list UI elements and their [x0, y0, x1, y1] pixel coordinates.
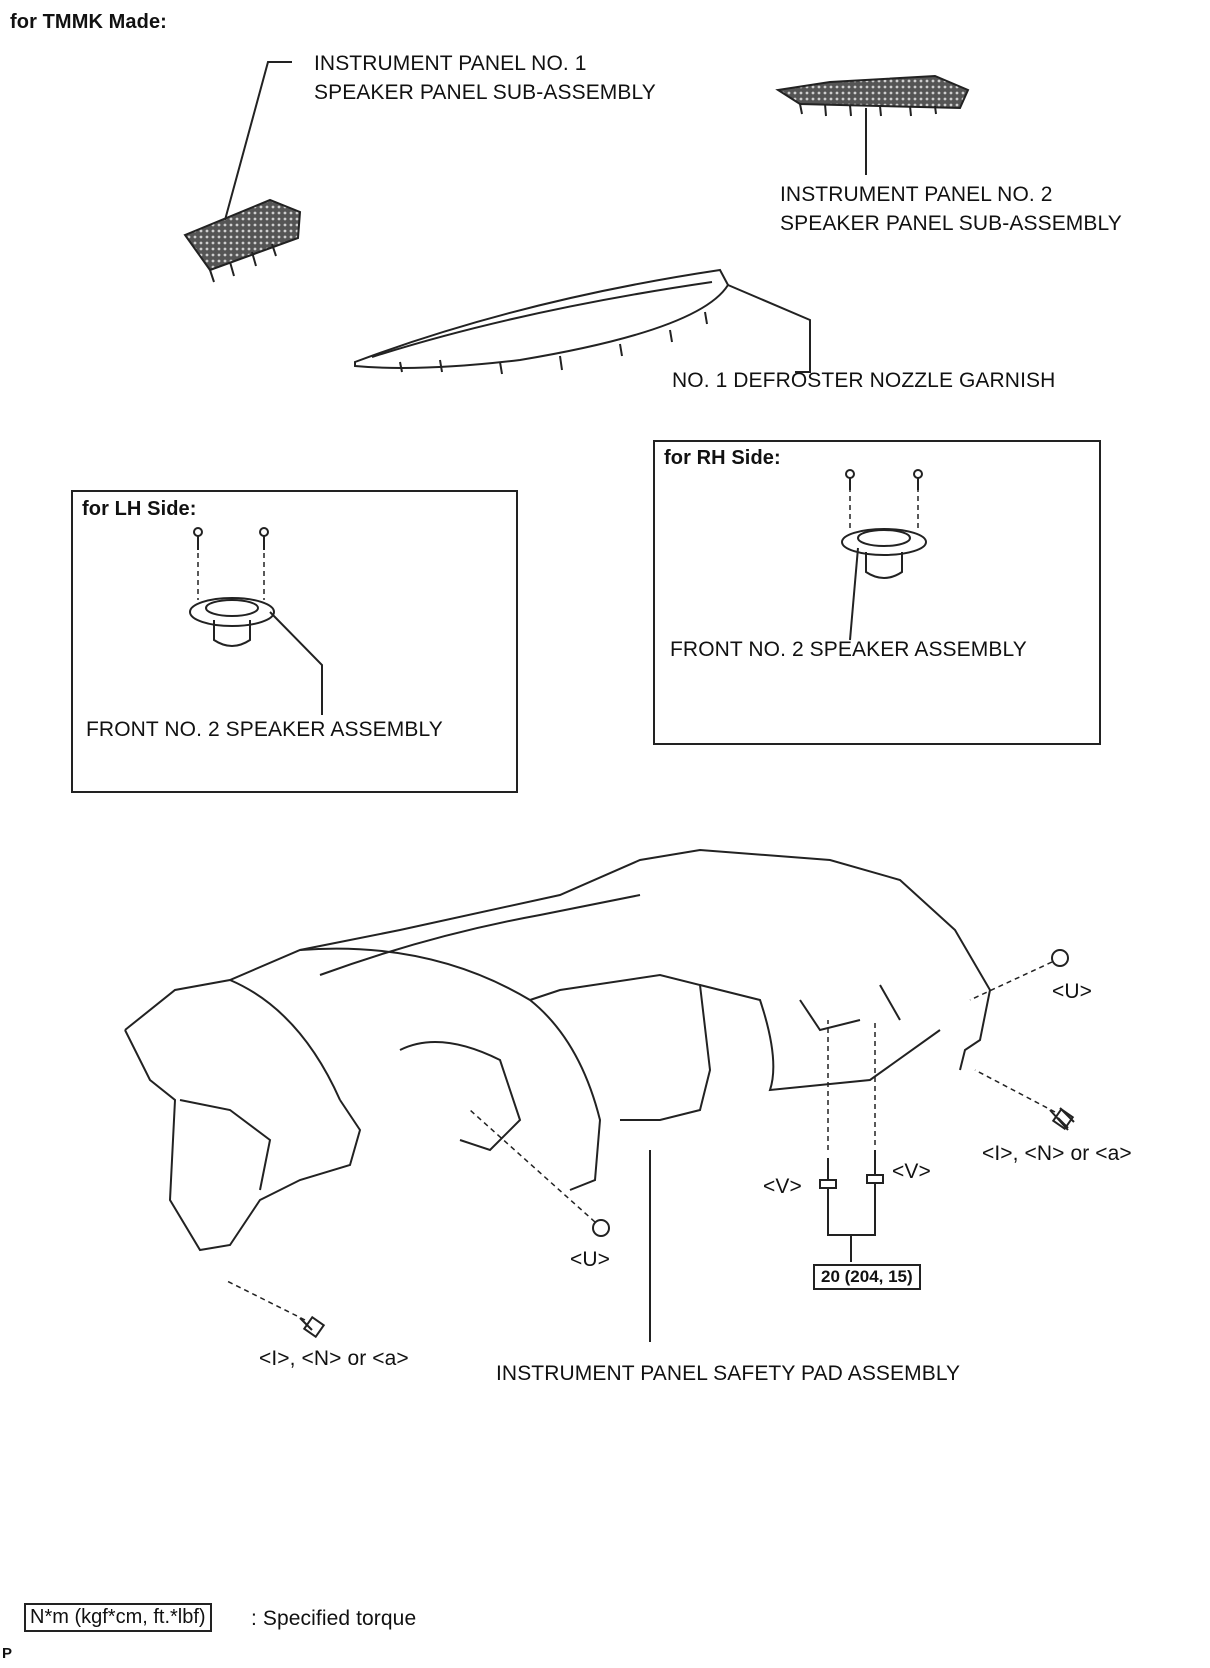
bolt-left-label: <I>, <N> or <a>	[259, 1347, 409, 1370]
torque-spec-box: 20 (204, 15)	[813, 1264, 921, 1290]
lh-side-heading: for LH Side:	[82, 498, 197, 520]
lh-speaker-drawing	[189, 527, 323, 715]
bolt-right-label: <I>, <N> or <a>	[982, 1142, 1132, 1165]
u-nut-right-label: <U>	[1052, 980, 1092, 1003]
ip-no2-speaker-panel-label-line1: INSTRUMENT PANEL NO. 2	[780, 183, 1053, 206]
footer-code: P	[2, 1645, 13, 1662]
rh-side-heading: for RH Side:	[664, 447, 781, 469]
v-bolt-right-label: <V>	[892, 1160, 931, 1183]
v-bolt-left-label: <V>	[763, 1175, 802, 1198]
safety-pad-label: INSTRUMENT PANEL SAFETY PAD ASSEMBLY	[496, 1362, 961, 1385]
u-nut-center-label: <U>	[570, 1248, 610, 1271]
lh-speaker-label: FRONT NO. 2 SPEAKER ASSEMBLY	[86, 718, 443, 741]
speaker-panel-no1-drawing	[183, 61, 302, 283]
speaker-panel-no2-drawing	[775, 74, 970, 175]
rh-speaker-drawing	[841, 469, 927, 641]
safety-pad-drawing	[124, 848, 992, 1342]
ip-no2-speaker-panel-label-line2: SPEAKER PANEL SUB-ASSEMBLY	[780, 212, 1122, 235]
rh-speaker-label: FRONT NO. 2 SPEAKER ASSEMBLY	[670, 638, 1027, 661]
rh-side-box	[653, 440, 1101, 745]
defroster-garnish-label: NO. 1 DEFROSTER NOZZLE GARNISH	[672, 369, 1056, 392]
torque-legend-desc: : Specified torque	[251, 1607, 417, 1630]
defroster-garnish-drawing	[354, 268, 811, 375]
ip-no1-speaker-panel-label-line1: INSTRUMENT PANEL NO. 1	[314, 52, 587, 75]
ip-no1-speaker-panel-label-line2: SPEAKER PANEL SUB-ASSEMBLY	[314, 81, 656, 104]
lh-side-box	[71, 490, 518, 793]
page-title: for TMMK Made:	[10, 11, 167, 33]
fasteners-drawing	[224, 949, 1075, 1339]
torque-legend-box: N*m (kgf*cm, ft.*lbf)	[24, 1603, 212, 1632]
